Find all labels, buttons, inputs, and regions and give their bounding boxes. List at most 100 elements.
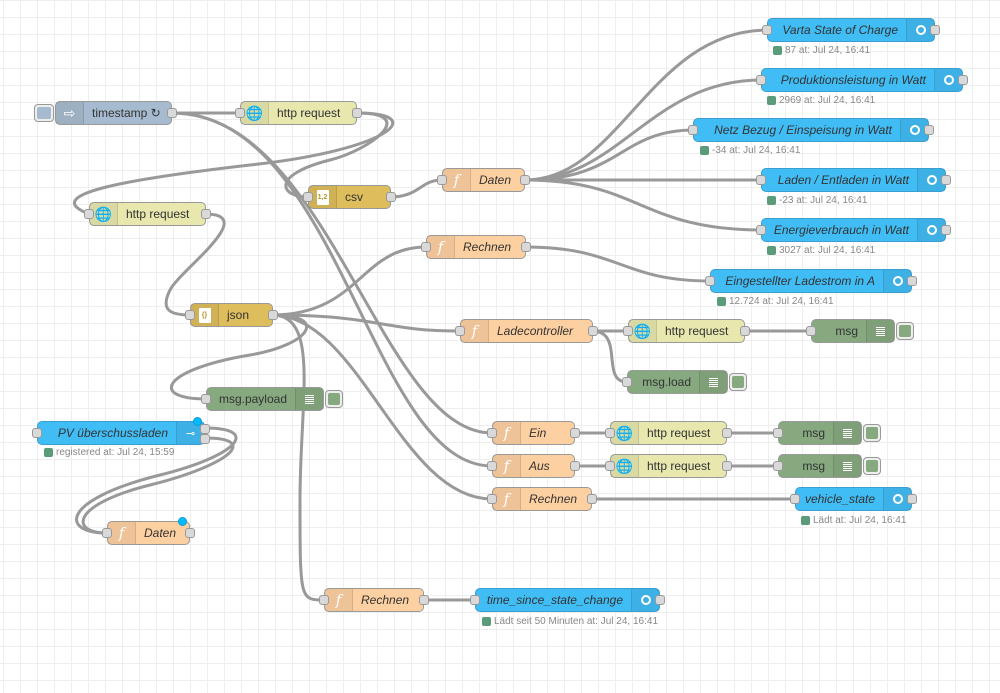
input-port[interactable] [487, 428, 497, 438]
output-port[interactable] [570, 461, 580, 471]
http-request-node[interactable]: 🌐 http request [235, 101, 362, 125]
output-port[interactable] [740, 326, 750, 336]
function-node-rechnen[interactable]: f Rechnen [421, 235, 531, 259]
wire[interactable] [524, 128, 695, 182]
wire[interactable] [73, 111, 395, 216]
wire[interactable] [81, 436, 235, 535]
http-request-node[interactable]: 🌐 http request [605, 454, 732, 478]
function-node-ein[interactable]: f Ein [487, 421, 580, 445]
ha-entity-node-vehicle-state[interactable]: vehicle_state [790, 487, 917, 511]
wire[interactable] [284, 111, 389, 199]
input-port[interactable] [487, 461, 497, 471]
input-port[interactable] [319, 595, 329, 605]
debug-node-msg-payload[interactable]: msg.payload [201, 387, 343, 411]
input-port[interactable] [470, 595, 480, 605]
output-port[interactable] [185, 528, 195, 538]
input-port[interactable] [762, 25, 772, 35]
debug-node-msg[interactable]: msg [806, 319, 914, 343]
csv-node[interactable]: 1,2 csv [303, 185, 396, 209]
wire[interactable] [271, 313, 493, 501]
input-port[interactable] [790, 494, 800, 504]
inject-button[interactable] [34, 104, 54, 122]
output-port[interactable] [201, 209, 211, 219]
wire[interactable] [164, 212, 226, 317]
output-port[interactable] [386, 192, 396, 202]
http-request-node[interactable]: 🌐 http request [84, 202, 211, 226]
wire[interactable] [524, 28, 769, 182]
output-port[interactable] [200, 424, 210, 434]
wire[interactable] [75, 426, 238, 535]
ha-entity-node-energie[interactable]: Energieverbrauch in Watt [756, 218, 951, 242]
ha-entity-node-produktion[interactable]: Produktionsleistung in Watt [756, 68, 968, 92]
input-port[interactable] [235, 108, 245, 118]
input-port[interactable] [102, 528, 112, 538]
ha-entity-node-varta[interactable]: Varta State of Charge [762, 18, 940, 42]
input-port[interactable] [773, 461, 783, 471]
debug-toggle-button[interactable] [729, 373, 747, 391]
ha-switch-node-pv[interactable]: PV überschussladen ⊸ [32, 417, 210, 445]
debug-node-msg[interactable]: msg [773, 421, 881, 445]
input-port[interactable] [756, 75, 766, 85]
output-port[interactable] [268, 310, 278, 320]
wire[interactable] [389, 178, 443, 199]
input-port[interactable] [84, 209, 94, 219]
output-port[interactable] [570, 428, 580, 438]
function-node-daten[interactable]: f Daten [437, 168, 530, 192]
input-port[interactable] [806, 326, 816, 336]
output-port[interactable] [419, 595, 429, 605]
input-port[interactable] [32, 428, 42, 438]
input-port[interactable] [622, 377, 632, 387]
output-port[interactable] [520, 175, 530, 185]
function-node-rechnen[interactable]: f Rechnen [487, 487, 597, 511]
debug-node-msg-load[interactable]: msg.load [622, 370, 747, 394]
input-port[interactable] [421, 242, 431, 252]
function-node-rechnen[interactable]: f Rechnen [319, 588, 429, 612]
function-node-ladecontroller[interactable]: f Ladecontroller [455, 319, 598, 343]
input-port[interactable] [487, 494, 497, 504]
input-port[interactable] [303, 192, 313, 202]
output-port[interactable] [588, 326, 598, 336]
debug-toggle-button[interactable] [863, 457, 881, 475]
output-port[interactable] [722, 461, 732, 471]
output-port[interactable] [587, 494, 597, 504]
output-port[interactable] [167, 108, 177, 118]
output-port[interactable] [924, 125, 934, 135]
input-port[interactable] [705, 276, 715, 286]
input-port[interactable] [455, 326, 465, 336]
http-request-node[interactable]: 🌐 http request [623, 319, 750, 343]
input-port[interactable] [756, 225, 766, 235]
input-port[interactable] [773, 428, 783, 438]
output-port[interactable] [930, 25, 940, 35]
input-port[interactable] [605, 428, 615, 438]
ha-entity-node-netz[interactable]: Netz Bezug / Einspeisung in Watt [688, 118, 934, 142]
ha-entity-node-time-since[interactable]: time_since_state_change [470, 588, 665, 612]
debug-toggle-button[interactable] [325, 390, 343, 408]
wire[interactable] [524, 178, 763, 232]
debug-toggle-button[interactable] [896, 322, 914, 340]
ha-entity-node-laden[interactable]: Laden / Entladen in Watt [756, 168, 951, 192]
output-port[interactable] [655, 595, 665, 605]
output-port[interactable] [521, 242, 531, 252]
output-port[interactable] [722, 428, 732, 438]
output-port[interactable] [907, 494, 917, 504]
output-port[interactable] [352, 108, 362, 118]
input-port[interactable] [605, 461, 615, 471]
output-port[interactable] [200, 434, 210, 444]
input-port[interactable] [623, 326, 633, 336]
wire[interactable] [524, 78, 763, 182]
function-node-aus[interactable]: f Aus [487, 454, 580, 478]
inject-node-timestamp[interactable]: ⇨ timestamp ↻ [34, 101, 177, 125]
input-port[interactable] [201, 394, 211, 404]
debug-node-msg[interactable]: msg [773, 454, 881, 478]
output-port[interactable] [941, 225, 951, 235]
input-port[interactable] [437, 175, 447, 185]
output-port[interactable] [958, 75, 968, 85]
input-port[interactable] [756, 175, 766, 185]
input-port[interactable] [185, 310, 195, 320]
json-node[interactable]: {} json [185, 303, 278, 327]
output-port[interactable] [941, 175, 951, 185]
wire[interactable] [524, 245, 712, 283]
ha-entity-node-ladestrom[interactable]: Eingestellter Ladestrom in A [705, 269, 917, 293]
http-request-node[interactable]: 🌐 http request [605, 421, 732, 445]
function-node-daten[interactable]: f Daten [102, 517, 195, 545]
